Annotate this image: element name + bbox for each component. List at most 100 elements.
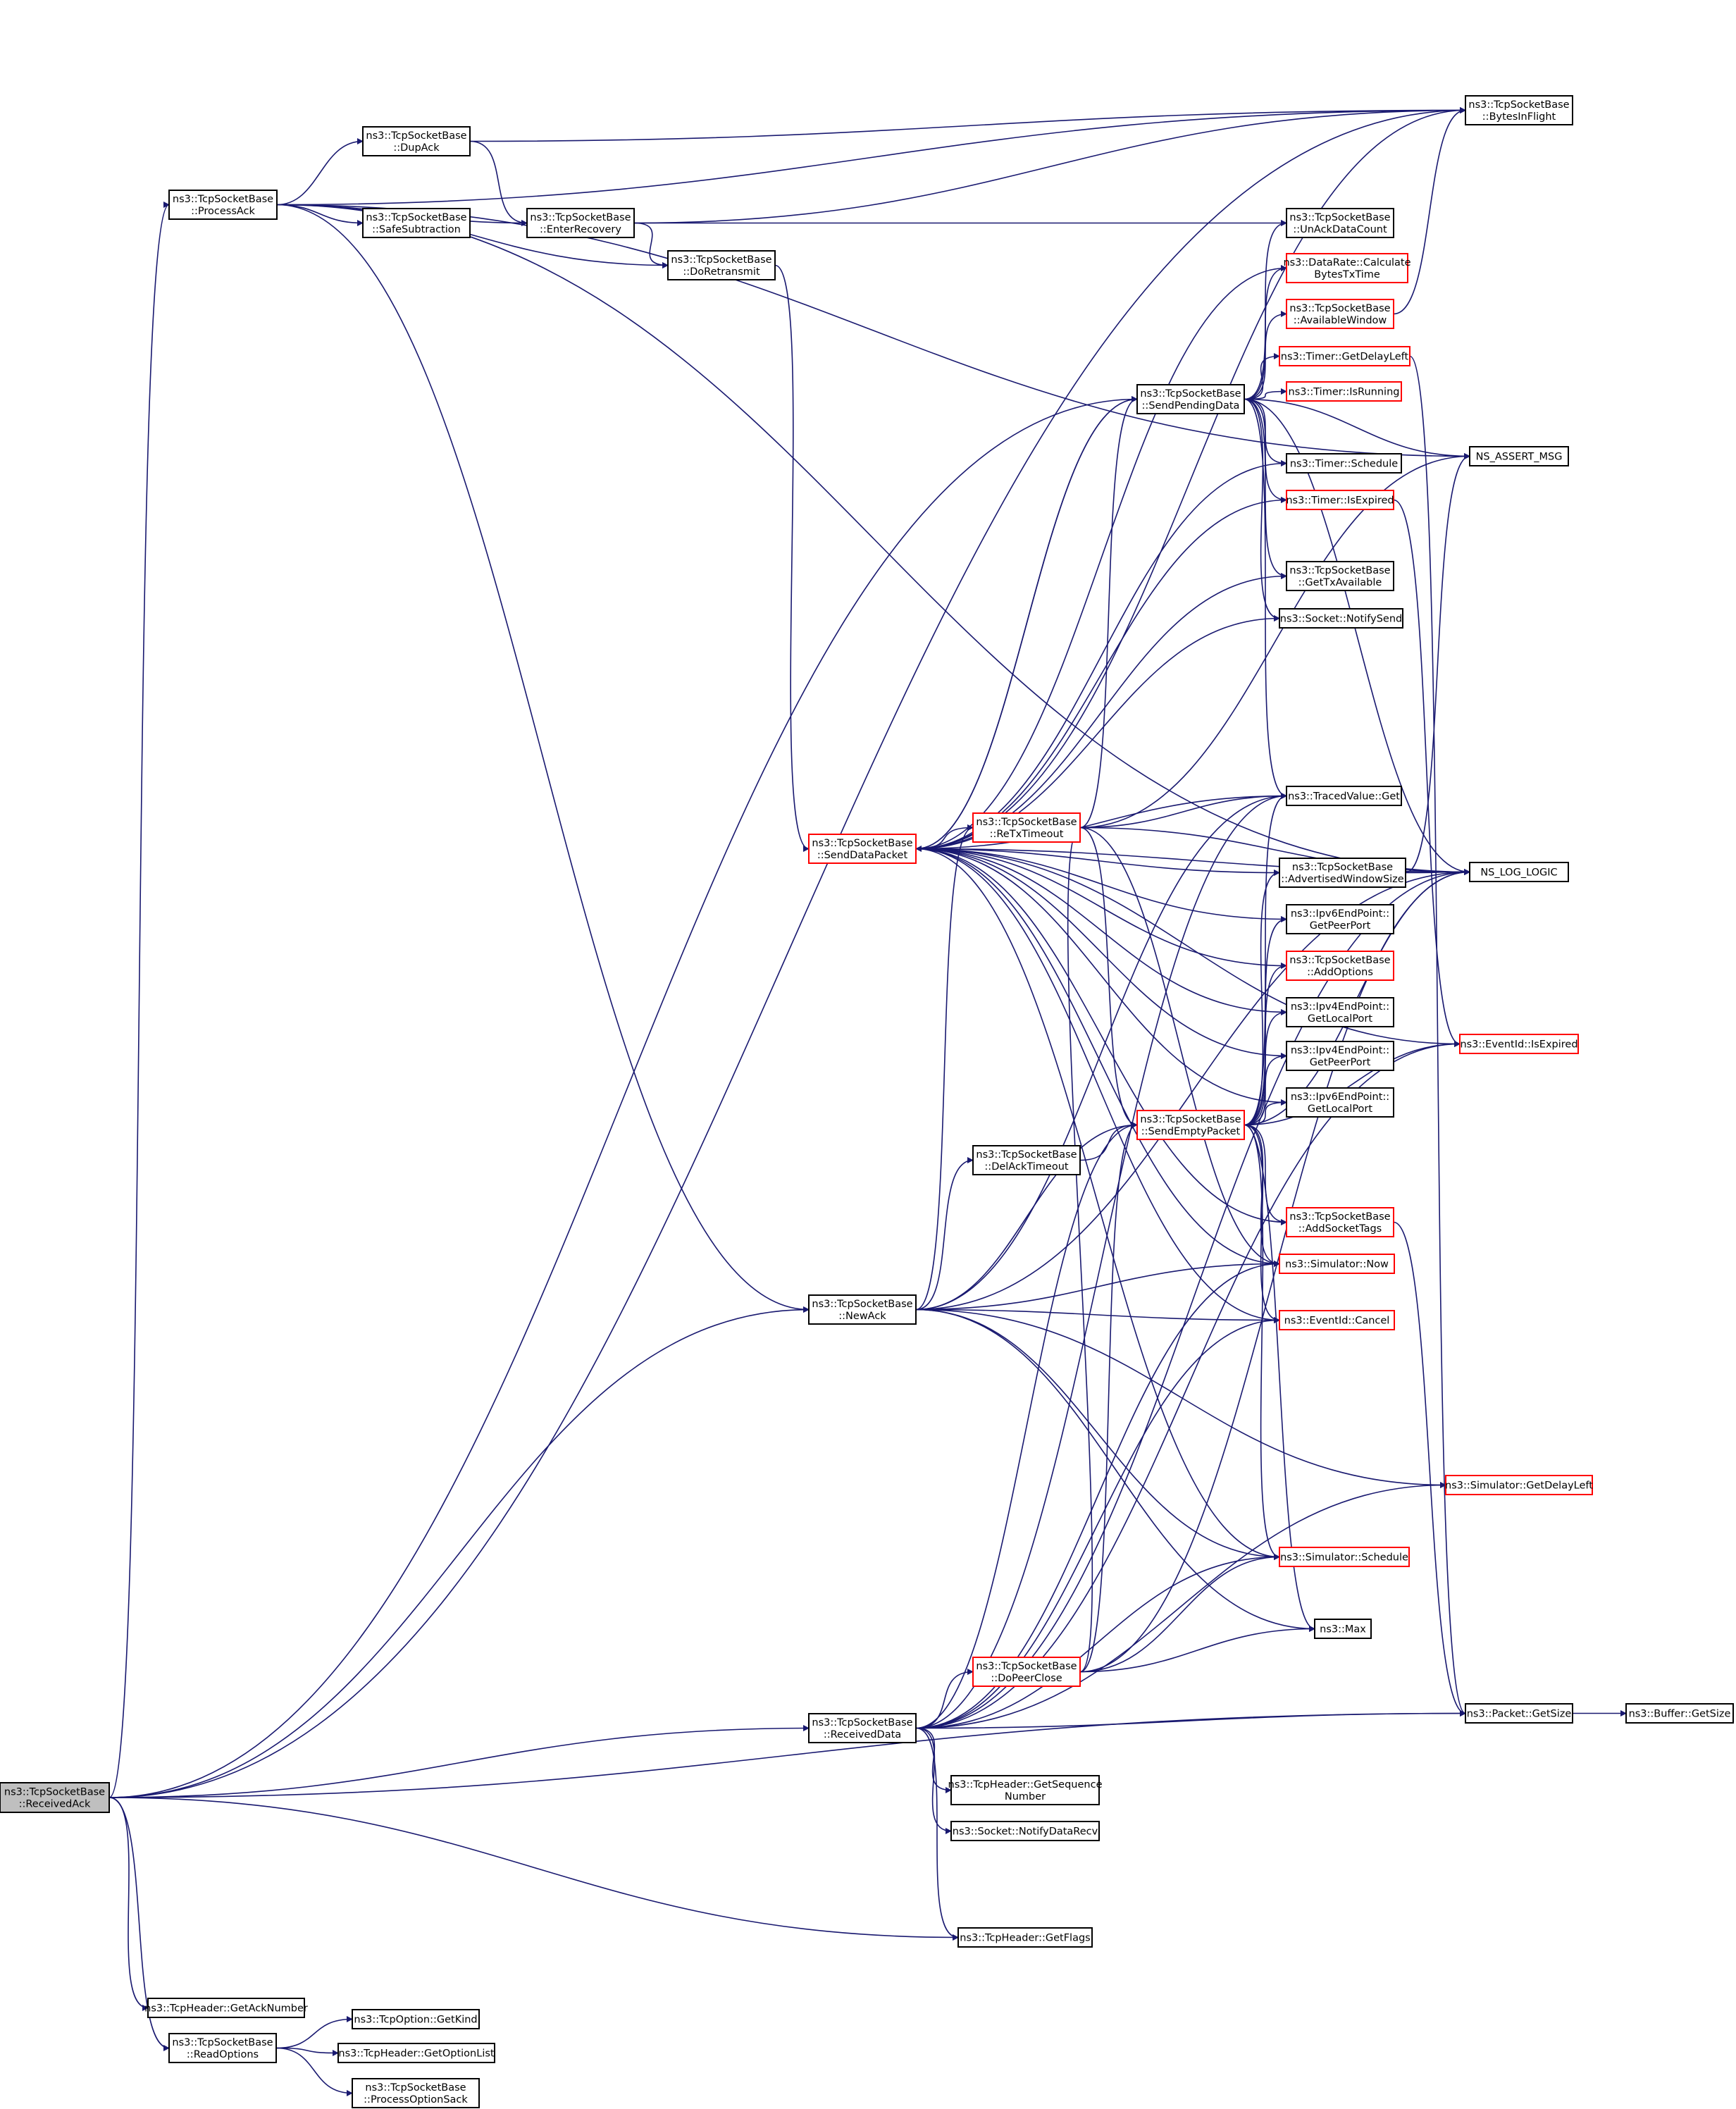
- node-label: ns3::TcpSocketBase: [1140, 388, 1241, 400]
- node-label: ns3::TcpOption::GetKind: [354, 2015, 477, 2026]
- node-box: [1286, 561, 1394, 591]
- node-box: [337, 2043, 495, 2063]
- edge-sendempty-to-max: [1244, 1124, 1315, 1632]
- node-label: ::AddOptions: [1307, 967, 1373, 978]
- edge-retxtimeout-to-assertmsg: [1079, 453, 1470, 829]
- node-box: [950, 1775, 1100, 1805]
- node-processack[interactable]: ns3::TcpSocketBase::ProcessAck: [168, 190, 278, 220]
- edge-sendpending-to-timerisrunning: [1244, 388, 1287, 400]
- node-enterrecovery[interactable]: ns3::TcpSocketBase::EnterRecovery: [526, 208, 635, 238]
- node-eventisexpired[interactable]: ns3::EventId::IsExpired: [1459, 1034, 1579, 1054]
- node-getacknum[interactable]: ns3::TcpHeader::GetAckNumber: [144, 1998, 308, 2018]
- node-label: ns3::Max: [1320, 1624, 1366, 1635]
- node-box: [1286, 253, 1408, 283]
- node-optionsack[interactable]: ns3::TcpSocketBase::ProcessOptionSack: [352, 2078, 480, 2108]
- edge-sendempty-to-tracedget: [1244, 793, 1287, 1126]
- node-label: ::ProcessAck: [191, 206, 255, 217]
- node-doretransmit[interactable]: ns3::TcpSocketBase::DoRetransmit: [667, 250, 776, 280]
- node-tracedget[interactable]: ns3::TracedValue::Get: [1286, 786, 1402, 806]
- node-advwin[interactable]: ns3::TcpSocketBase::AdvertisedWindowSize: [1279, 858, 1406, 888]
- edge-processack-to-assertmsg: [276, 204, 1470, 459]
- edge-sendempty-to-ipv4local: [1244, 1009, 1287, 1126]
- node-ipv6local[interactable]: ns3::Ipv6EndPoint::GetLocalPort: [1286, 1087, 1394, 1118]
- node-box: [168, 2033, 277, 2063]
- node-timergetdelay[interactable]: ns3::Timer::GetDelayLeft: [1279, 346, 1410, 366]
- node-simschedule[interactable]: ns3::Simulator::Schedule: [1279, 1547, 1410, 1567]
- node-label: ::SendDataPacket: [817, 850, 908, 861]
- node-timerschedule[interactable]: ns3::Timer::Schedule: [1286, 453, 1402, 474]
- node-getflags[interactable]: ns3::TcpHeader::GetFlags: [957, 1927, 1093, 1948]
- node-ipv6peer[interactable]: ns3::Ipv6EndPoint::GetPeerPort: [1286, 904, 1394, 934]
- edge-sendempty-to-eventisexpired: [1244, 1041, 1461, 1126]
- edge-senddatapacket-to-timerschedule: [915, 460, 1287, 850]
- node-getoptionlist[interactable]: ns3::TcpHeader::GetOptionList: [337, 2043, 495, 2063]
- node-assertmsg[interactable]: NS_ASSERT_MSG: [1469, 446, 1569, 466]
- node-label: ::DoRetransmit: [683, 266, 760, 278]
- edge-receiveddata-to-packetgetsize: [915, 1710, 1466, 1729]
- node-box: [972, 812, 1081, 843]
- node-newack[interactable]: ns3::TcpSocketBase::NewAck: [808, 1294, 917, 1325]
- edge-senddatapacket-to-eventisexpired: [915, 848, 1461, 1047]
- node-availwin[interactable]: ns3::TcpSocketBase::AvailableWindow: [1286, 299, 1394, 329]
- node-simgetdelay[interactable]: ns3::Simulator::GetDelayLeft: [1445, 1475, 1593, 1495]
- node-label: ns3::TcpSocketBase: [366, 212, 466, 223]
- node-nslog[interactable]: NS_LOG_LOGIC: [1469, 862, 1569, 882]
- edge-processack-to-nslog: [276, 204, 1470, 875]
- node-receiveddata[interactable]: ns3::TcpSocketBase::ReceivedData: [808, 1713, 917, 1743]
- edge-senddatapacket-to-eventcancel: [915, 848, 1280, 1323]
- node-unackdata[interactable]: ns3::TcpSocketBase::UnAckDataCount: [1286, 208, 1394, 238]
- node-sendpending[interactable]: ns3::TcpSocketBase::SendPendingData: [1136, 384, 1245, 414]
- node-sendempty[interactable]: ns3::TcpSocketBase::SendEmptyPacket: [1136, 1110, 1245, 1140]
- node-box: [147, 1998, 305, 2018]
- node-ipv4peer[interactable]: ns3::Ipv4EndPoint::GetPeerPort: [1286, 1041, 1394, 1071]
- node-label: ns3::TcpSocketBase: [1289, 1211, 1390, 1223]
- node-label: ::ReceivedAck: [19, 1799, 91, 1810]
- node-receivedack[interactable]: ns3::TcpSocketBase::ReceivedAck: [0, 1782, 110, 1813]
- node-eventcancel[interactable]: ns3::EventId::Cancel: [1279, 1310, 1395, 1330]
- node-simnow[interactable]: ns3::Simulator::Now: [1279, 1254, 1395, 1274]
- node-box: [526, 208, 635, 238]
- node-ipv4local[interactable]: ns3::Ipv4EndPoint::GetLocalPort: [1286, 997, 1394, 1027]
- node-label: ::ReceivedData: [824, 1729, 901, 1740]
- node-packetgetsize[interactable]: ns3::Packet::GetSize: [1465, 1703, 1573, 1724]
- edge-dupack-to-enterrecovery: [469, 140, 528, 226]
- node-box: [1469, 862, 1569, 882]
- node-notifydatarecv[interactable]: ns3::Socket::NotifyDataRecv: [950, 1821, 1100, 1841]
- node-label: ns3::TcpSocketBase: [530, 212, 631, 223]
- node-label: ns3::TcpSocketBase: [4, 1787, 105, 1798]
- node-timerisexpired[interactable]: ns3::Timer::IsExpired: [1286, 490, 1394, 510]
- node-dupack[interactable]: ns3::TcpSocketBase::DupAck: [362, 126, 471, 156]
- node-box: [0, 1782, 110, 1813]
- node-label: ::AdvertisedWindowSize: [1281, 874, 1404, 885]
- node-max[interactable]: ns3::Max: [1314, 1619, 1372, 1639]
- node-buffergetsize[interactable]: ns3::Buffer::GetSize: [1625, 1703, 1734, 1724]
- node-readoptions[interactable]: ns3::TcpSocketBase::ReadOptions: [168, 2033, 277, 2063]
- node-addsockettags[interactable]: ns3::TcpSocketBase::AddSocketTags: [1286, 1207, 1394, 1237]
- edge-readoptions-to-optionsack: [275, 2047, 353, 2096]
- node-bytesinflight[interactable]: ns3::TcpSocketBase::BytesInFlight: [1465, 95, 1573, 125]
- node-box: [1286, 299, 1394, 329]
- node-dopeerclose[interactable]: ns3::TcpSocketBase::DoPeerClose: [972, 1657, 1081, 1687]
- edge-sendpending-to-notifysend: [1244, 398, 1280, 621]
- node-delacktimeout[interactable]: ns3::TcpSocketBase::DelAckTimeout: [972, 1145, 1081, 1175]
- node-retxtimeout[interactable]: ns3::TcpSocketBase::ReTxTimeout: [972, 812, 1081, 843]
- edge-doretransmit-to-senddatapacket: [774, 264, 810, 852]
- node-label: GetPeerPort: [1310, 1057, 1371, 1068]
- node-label: ns3::Ipv6EndPoint::: [1291, 908, 1389, 920]
- node-label: ns3::TcpSocketBase: [671, 254, 771, 266]
- node-box: [667, 250, 776, 280]
- edge-timergetdelay-to-packetgetsize: [1409, 355, 1466, 1717]
- node-notifysend[interactable]: ns3::Socket::NotifySend: [1279, 608, 1403, 629]
- node-safesub[interactable]: ns3::TcpSocketBase::SafeSubtraction: [362, 208, 471, 238]
- edge-newack-to-nslog: [915, 869, 1470, 1311]
- node-label: ns3::TracedValue::Get: [1288, 791, 1400, 803]
- node-addoptions[interactable]: ns3::TcpSocketBase::AddOptions: [1286, 951, 1394, 981]
- node-timerisrunning[interactable]: ns3::Timer::IsRunning: [1286, 381, 1402, 402]
- edge-dopeerclose-to-nslog: [1079, 869, 1470, 1673]
- node-senddatapacket[interactable]: ns3::TcpSocketBase::SendDataPacket: [808, 834, 917, 864]
- node-label: ns3::TcpSocketBase: [1289, 955, 1390, 966]
- node-gettxavail[interactable]: ns3::TcpSocketBase::GetTxAvailable: [1286, 561, 1394, 591]
- node-getkind[interactable]: ns3::TcpOption::GetKind: [352, 2009, 480, 2029]
